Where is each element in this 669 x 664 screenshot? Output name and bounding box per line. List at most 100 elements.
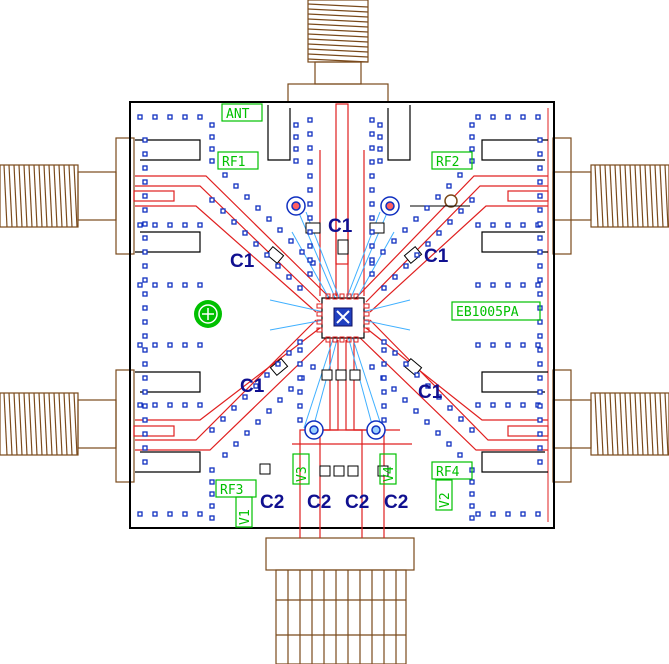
via — [377, 122, 383, 128]
label-c2-2: C2 — [307, 492, 331, 513]
connector-thread — [33, 392, 38, 456]
via — [142, 459, 148, 465]
via — [413, 408, 419, 414]
via — [475, 282, 481, 288]
via — [535, 114, 541, 120]
via — [297, 375, 303, 381]
via — [142, 277, 148, 283]
via — [137, 282, 143, 288]
via — [391, 386, 397, 392]
via — [152, 342, 158, 348]
via — [253, 241, 259, 247]
label-v4: V4 — [382, 466, 397, 482]
via — [277, 397, 283, 403]
via — [142, 263, 148, 269]
via-array — [137, 114, 543, 521]
via — [142, 319, 148, 325]
via — [197, 342, 203, 348]
via — [277, 227, 283, 233]
connector-thread — [43, 164, 48, 228]
via — [167, 511, 173, 517]
via — [537, 445, 543, 451]
via — [209, 427, 215, 433]
label-ant: ANT — [226, 107, 250, 122]
connector-thread — [307, 13, 369, 18]
connector-thread — [619, 164, 624, 228]
via — [369, 201, 375, 207]
connector-thread — [38, 392, 43, 456]
via — [167, 114, 173, 120]
via — [537, 193, 543, 199]
via — [435, 430, 441, 436]
via — [142, 137, 148, 143]
via — [242, 230, 248, 236]
via — [369, 243, 375, 249]
via — [142, 403, 148, 409]
via — [307, 201, 313, 207]
via — [505, 342, 511, 348]
via — [537, 207, 543, 213]
via — [197, 222, 203, 228]
via — [299, 249, 305, 255]
connector-thread — [13, 164, 18, 228]
connector-thread — [8, 392, 13, 456]
connector-thread — [659, 392, 664, 456]
label-rf3: RF3 — [220, 483, 243, 498]
via — [209, 158, 215, 164]
via — [310, 260, 316, 266]
via — [152, 402, 158, 408]
connector-thread — [23, 392, 28, 456]
via — [182, 511, 188, 517]
via — [288, 238, 294, 244]
via — [137, 114, 143, 120]
via — [458, 208, 464, 214]
connector-top — [287, 0, 389, 103]
via — [142, 235, 148, 241]
via — [152, 114, 158, 120]
connector-thread — [609, 392, 614, 456]
via — [537, 291, 543, 297]
connector-thread — [649, 164, 654, 228]
via — [142, 347, 148, 353]
silkscreen-labels: ANT RF1 RF2 RF3 RF4 EB1005PA V1 V2 V3 V4 — [215, 103, 541, 528]
via — [436, 230, 442, 236]
via — [537, 361, 543, 367]
via — [253, 383, 259, 389]
via — [297, 403, 303, 409]
via — [231, 405, 237, 411]
via — [209, 503, 215, 509]
connector-thread — [654, 392, 659, 456]
label-c2-3: C2 — [345, 492, 369, 513]
connector-thread — [38, 164, 43, 228]
via — [142, 193, 148, 199]
via — [537, 249, 543, 255]
via — [220, 208, 226, 214]
via — [505, 402, 511, 408]
via — [537, 235, 543, 241]
label-c2-1: C2 — [260, 492, 284, 513]
via — [392, 350, 398, 356]
via — [167, 222, 173, 228]
via — [537, 347, 543, 353]
via — [307, 243, 313, 249]
via — [446, 441, 452, 447]
rf-traces — [135, 150, 548, 538]
via — [142, 445, 148, 451]
via — [233, 183, 239, 189]
via — [197, 402, 203, 408]
connector-thread — [53, 392, 58, 456]
via — [209, 134, 215, 140]
via — [475, 342, 481, 348]
connector-thread — [63, 164, 68, 228]
via — [209, 197, 215, 203]
via — [424, 419, 430, 425]
via — [537, 221, 543, 227]
via — [447, 405, 453, 411]
via — [152, 511, 158, 517]
via — [535, 282, 541, 288]
via — [142, 305, 148, 311]
via — [402, 227, 408, 233]
via — [209, 479, 215, 485]
via — [381, 361, 387, 367]
via — [197, 511, 203, 517]
